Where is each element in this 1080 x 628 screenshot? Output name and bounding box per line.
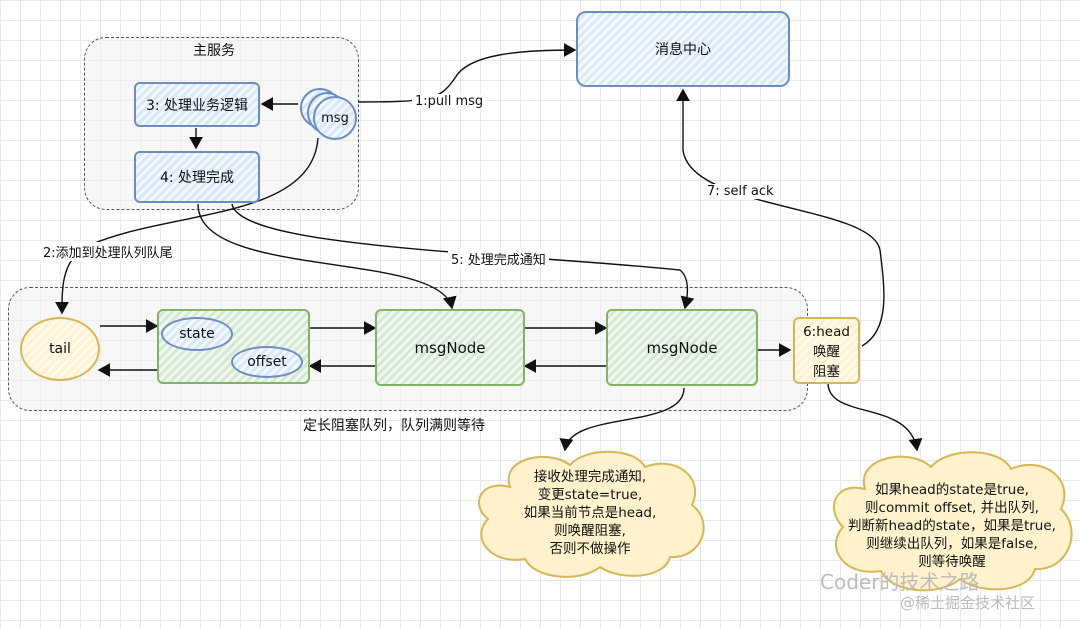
edge-label-pull-msg: 1:pull msg: [412, 94, 487, 109]
message-center-node: 消息中心: [576, 11, 790, 87]
offset-field: offset: [231, 346, 303, 378]
msg-node-1: msgNode: [375, 309, 525, 386]
main-service-title: 主服务: [193, 43, 235, 59]
cloud-left-line-5: 否则不做操作: [549, 541, 631, 557]
head-state-node: state offset: [157, 309, 310, 384]
watermark-line-2: @稀土掘金技术社区: [900, 594, 1036, 612]
edge-done-to-node1: [197, 203, 457, 310]
cloud-right-text: 如果head的state是true, 则commit offset, 并出队列,…: [834, 481, 1070, 571]
tail-node: tail: [20, 317, 100, 381]
edge-label-add-to-tail: 2:添加到处理队列队尾: [40, 242, 176, 261]
state-field: state: [161, 317, 233, 351]
edge-node2-to-cloud-left: [559, 387, 685, 452]
edge-head-to-cloud-right: [827, 383, 923, 452]
cloud-left-text: 接收处理完成通知, 变更state=true, 如果当前节点是head, 则唤醒…: [490, 468, 690, 558]
msg-stack: msg: [298, 88, 360, 140]
queue-caption: 定长阻塞队列，队列满则等待: [303, 418, 485, 434]
cloud-left-line-4: 则唤醒阻塞,: [554, 523, 626, 539]
cloud-left-shape: [478, 450, 705, 578]
edge-label-done-notify: 5: 处理完成通知: [448, 249, 549, 268]
cloud-left-line-3: 如果当前节点是head,: [523, 505, 657, 521]
head-block-line-2: 唤醒: [813, 344, 840, 360]
cloud-right-line-4: 则继续出队列，如果是false,: [866, 536, 1038, 552]
msg-node: msg: [313, 96, 357, 140]
edge-add-to-tail: [55, 137, 319, 315]
watermark-line-1: Coder的技术之路: [820, 570, 980, 594]
edge-pull-msg: [357, 43, 577, 103]
head-block-line-3: 阻塞: [813, 364, 840, 380]
head-block-line-1: 6:head: [803, 324, 850, 340]
cloud-right-line-1: 如果head的state是true,: [875, 482, 1029, 498]
process-logic-node: 3: 处理业务逻辑: [134, 82, 260, 127]
head-block-node: 6:head 唤醒 阻塞: [793, 317, 860, 384]
msg-node-2: msgNode: [606, 309, 758, 386]
cloud-right-line-2: 则commit offset, 并出队列,: [865, 500, 1039, 516]
cloud-right-shape: [833, 451, 1073, 592]
edge-label-self-ack: 7: self ack: [704, 184, 777, 199]
cloud-left-line-1: 接收处理完成通知,: [533, 469, 647, 485]
cloud-right-line-3: 判断新head的state，如果是true,: [848, 518, 1056, 534]
cloud-left-line-2: 变更state=true,: [537, 487, 643, 503]
cloud-right-line-5: 则等待唤醒: [918, 554, 986, 570]
edge-self-ack: [676, 88, 885, 347]
process-done-node: 4: 处理完成: [134, 151, 260, 203]
